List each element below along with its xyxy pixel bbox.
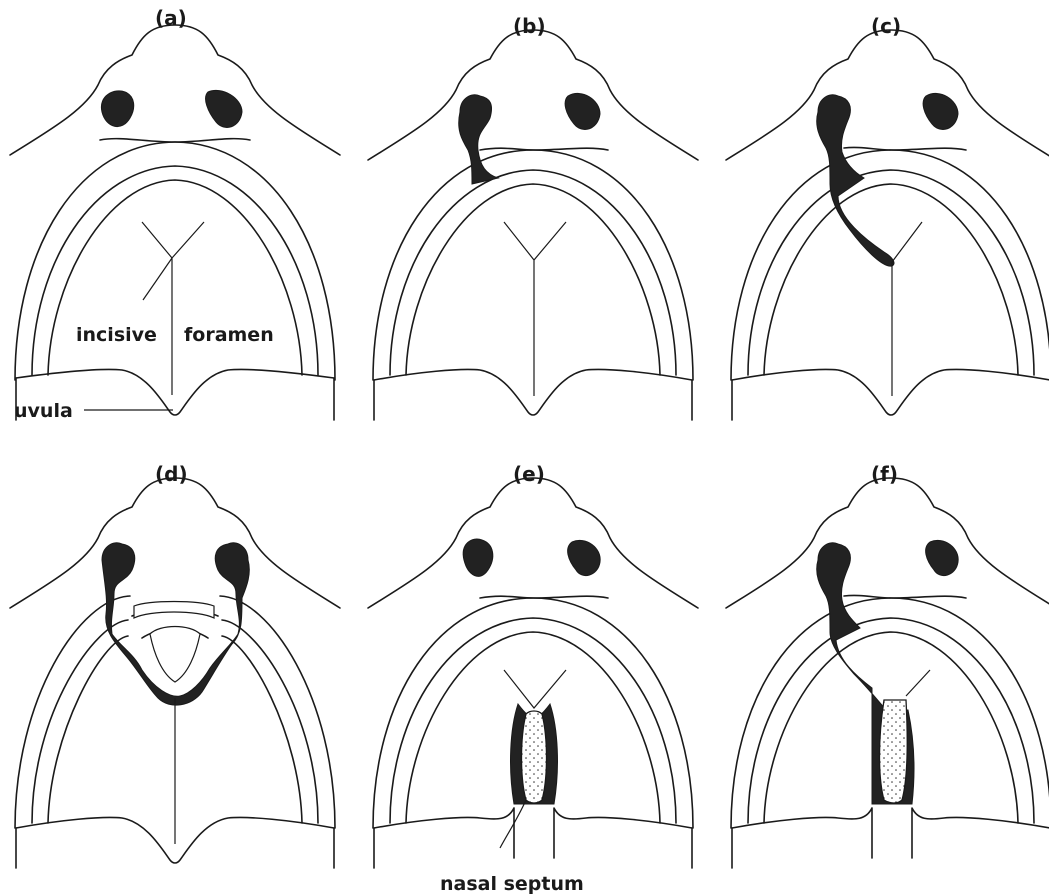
panel-f-label: (f) [871, 462, 898, 486]
panel-a-palate [10, 25, 340, 420]
panel-b-label: (b) [513, 14, 546, 38]
panel-b: (b) [368, 14, 698, 420]
panel-e-palate [368, 478, 698, 868]
nasal-septum-area [522, 711, 547, 803]
panel-d: (d) [10, 462, 340, 868]
nostril-left [463, 539, 493, 576]
panel-c-palate [726, 30, 1049, 420]
nostril-left [101, 91, 133, 127]
cleft-lip-left [459, 95, 498, 184]
uvula-label: uvula [14, 400, 73, 422]
panel-d-label: (d) [155, 462, 188, 486]
cleft-lip-palate-left [817, 95, 894, 266]
nostril-right [568, 540, 601, 575]
panel-e: (e) nasal septum [368, 462, 698, 895]
panel-c: (c) [726, 14, 1049, 420]
panel-a: (a) incisive foramen uvula [10, 6, 340, 422]
nasal-septum-label: nasal septum [440, 873, 584, 895]
panel-f: (f) [726, 462, 1049, 868]
nostril-right [926, 540, 959, 575]
incisive-suture [906, 670, 930, 696]
panel-c-label: (c) [871, 14, 901, 38]
panel-b-palate [368, 30, 698, 420]
incisive-suture [504, 222, 566, 396]
premaxilla-bridge [134, 602, 214, 619]
nostril-right [565, 93, 600, 129]
panel-f-palate [726, 478, 1049, 868]
incisive-suture [142, 222, 204, 395]
incisive-label: incisive [76, 324, 157, 346]
incisive-suture [504, 670, 566, 708]
foramen-label: foramen [184, 324, 274, 346]
nostril-right [206, 90, 242, 127]
incisive-pointer [143, 258, 172, 300]
nasal-septum-area [880, 700, 908, 803]
premaxilla [150, 627, 200, 683]
incisive-suture [892, 222, 922, 396]
nostril-right [923, 93, 958, 129]
panel-e-label: (e) [513, 462, 545, 486]
septum-pointer [500, 800, 526, 848]
